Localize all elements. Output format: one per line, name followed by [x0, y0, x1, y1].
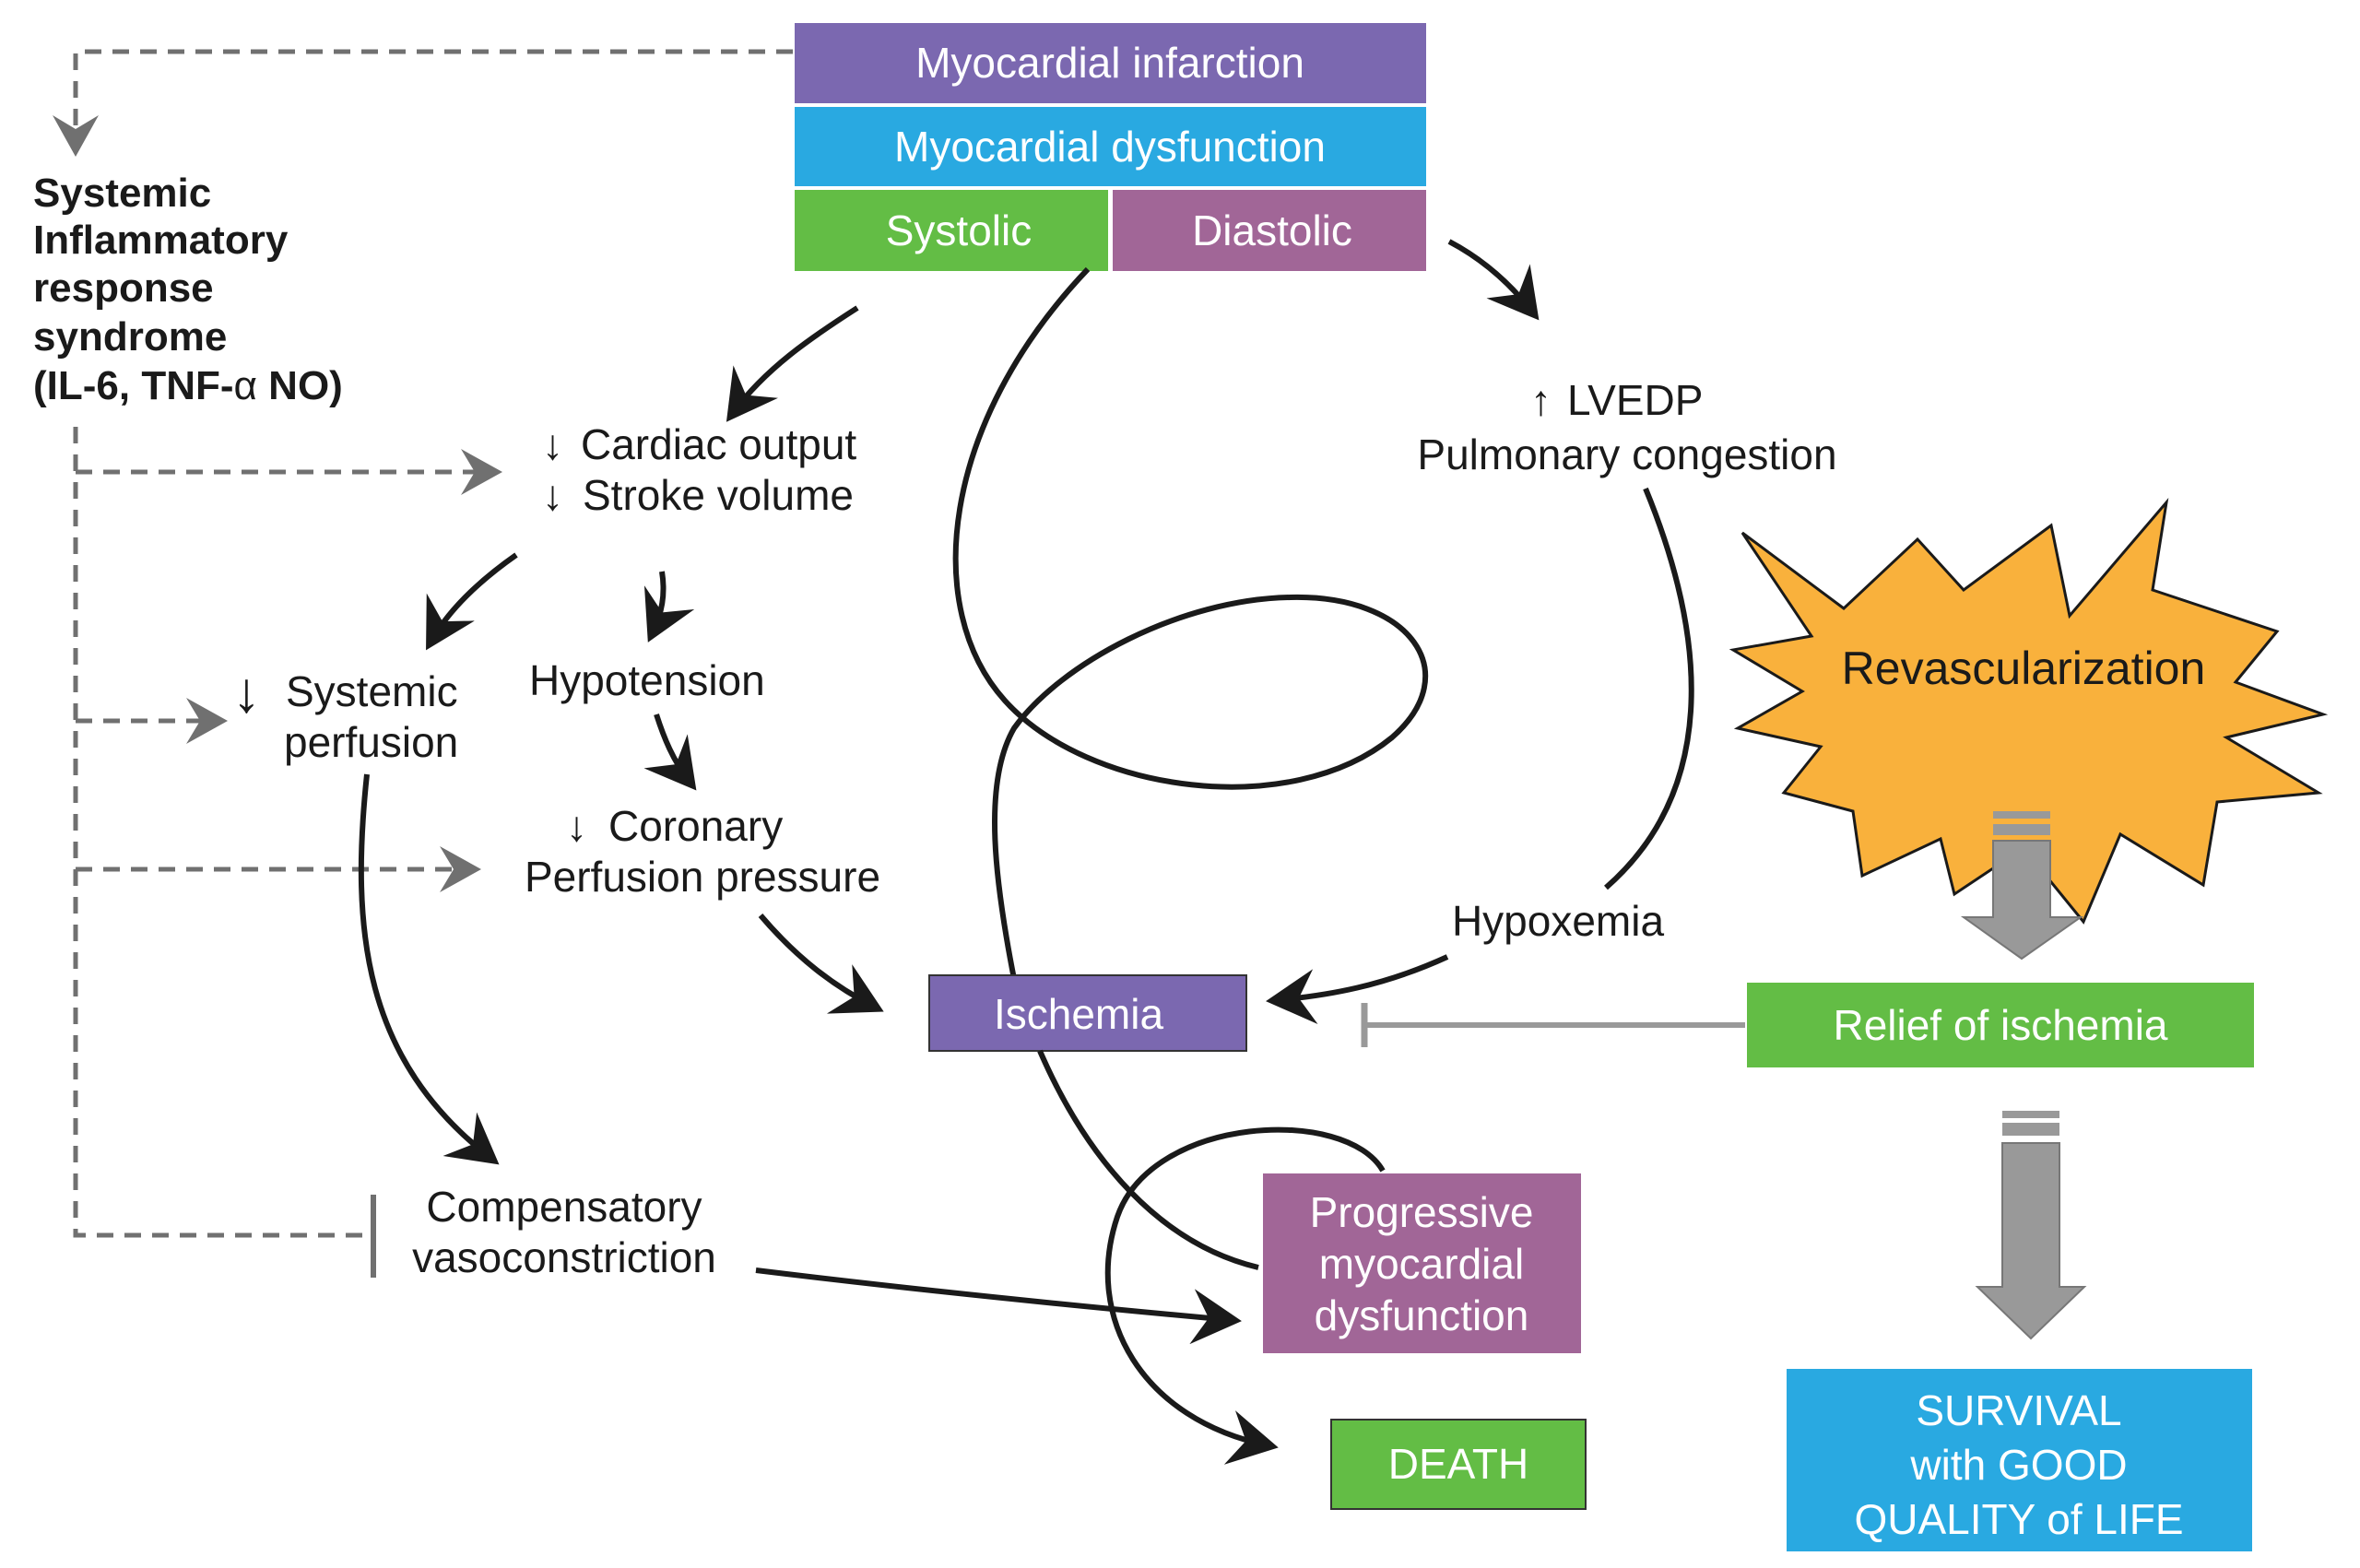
progressive-line-2: myocardial — [1319, 1240, 1524, 1288]
pulmonary-congestion-label: Pulmonary congestion — [1417, 430, 1836, 478]
spiral-systolic-to-ischemia — [952, 266, 1429, 980]
diastolic-label: Diastolic — [1192, 206, 1352, 254]
down-arrow-coronary: ↓ — [566, 802, 587, 850]
stripe-1 — [1993, 811, 2050, 819]
dashed-mi-to-sirs — [53, 49, 793, 157]
sirs-alpha: α — [234, 363, 257, 408]
gray-arrow-to-relief — [1960, 840, 2084, 961]
spiral-progressive-to-death — [1104, 1126, 1386, 1465]
perfusion-label: perfusion — [284, 718, 458, 766]
lvedp-label: LVEDP — [1567, 376, 1703, 424]
stroke-volume-label: Stroke volume — [583, 471, 854, 519]
relief-of-ischemia-box — [1747, 983, 2254, 1067]
arrow-co-to-systemic-perfusion — [426, 552, 518, 651]
vasoconstriction-label: vasoconstriction — [412, 1233, 716, 1281]
cardiac-output-label: Cardiac output — [581, 420, 856, 468]
survival-line-1: SURVIVAL — [1916, 1386, 2121, 1434]
arrow-co-to-hypotension — [643, 571, 695, 643]
sirs-line-2: Inflammatory — [33, 218, 289, 263]
sirs-line-5: (IL-6, TNF-α NO) — [33, 363, 343, 408]
systemic-label: Systemic — [286, 667, 458, 715]
myocardial-dysfunction-box — [795, 107, 1426, 186]
progressive-line-1: Progressive — [1310, 1188, 1534, 1236]
hypoxemia-label: Hypoxemia — [1452, 897, 1665, 945]
perfusion-pressure-label: Perfusion pressure — [525, 853, 880, 901]
myocardial-infarction-box — [795, 23, 1426, 103]
sirs-mediators-a: (IL-6, TNF- — [33, 363, 234, 408]
systolic-label: Systolic — [886, 206, 1032, 254]
sirs-line-3: response — [33, 265, 214, 311]
arrow-coronary-to-ischemia — [758, 914, 884, 1014]
sirs-line-4: syndrome — [33, 314, 227, 360]
myocardial-dysfunction-label: Myocardial dysfunction — [894, 123, 1326, 171]
ischemia-box — [928, 974, 1247, 1052]
survival-box — [1787, 1369, 2252, 1551]
compensatory-label: Compensatory — [426, 1183, 702, 1231]
arrow-hypoxemia-to-ischemia — [1266, 954, 1449, 1025]
diastolic-box — [1113, 190, 1426, 271]
systolic-box — [795, 190, 1108, 271]
gray-arrow-to-survival — [1975, 1142, 2087, 1340]
survival-line-2: with GOOD — [1909, 1441, 2127, 1489]
myocardial-infarction-label: Myocardial infarction — [915, 39, 1304, 87]
stripe-2 — [1993, 824, 2050, 835]
down-arrow-cardiac-output: ↓ — [542, 420, 563, 468]
death-label: DEATH — [1388, 1440, 1529, 1488]
relief-of-ischemia-label: Relief of ischemia — [1833, 1001, 2167, 1049]
arrow-compensatory-to-progressive — [755, 1267, 1242, 1345]
coronary-label: Coronary — [608, 802, 783, 850]
revascularization-starburst — [1729, 497, 2329, 925]
arrow-diastolic-to-lvedp — [1447, 239, 1540, 321]
ischemia-label: Ischemia — [994, 990, 1163, 1038]
spiral-ischemia-to-progressive — [1037, 1049, 1259, 1270]
line-pulmonary-to-hypoxemia — [1604, 487, 1694, 890]
down-arrow-systemic-perfusion: ↓ — [232, 661, 261, 725]
death-box — [1330, 1419, 1587, 1510]
revascularization-label: Revascularization — [1842, 643, 2206, 694]
hypotension-label: Hypotension — [529, 656, 765, 704]
sirs-line-1: Systemic — [33, 171, 211, 216]
survival-line-3: QUALITY of LIFE — [1854, 1495, 2183, 1543]
arrow-hypotension-to-coronary — [643, 713, 697, 791]
dashed-sirs-trunk — [73, 427, 367, 1238]
sirs-mediators-b: NO) — [257, 363, 343, 408]
progressive-line-3: dysfunction — [1315, 1291, 1529, 1339]
arrow-systolic-to-cardiac-output — [726, 305, 859, 422]
progressive-dysfunction-box — [1263, 1173, 1581, 1353]
down-arrow-stroke-volume: ↓ — [542, 471, 563, 519]
arrow-perfusion-to-compensatory — [358, 773, 500, 1165]
stripe-3 — [2002, 1111, 2059, 1118]
up-arrow-lvedp: ↑ — [1530, 376, 1552, 424]
stripe-4 — [2002, 1123, 2059, 1136]
